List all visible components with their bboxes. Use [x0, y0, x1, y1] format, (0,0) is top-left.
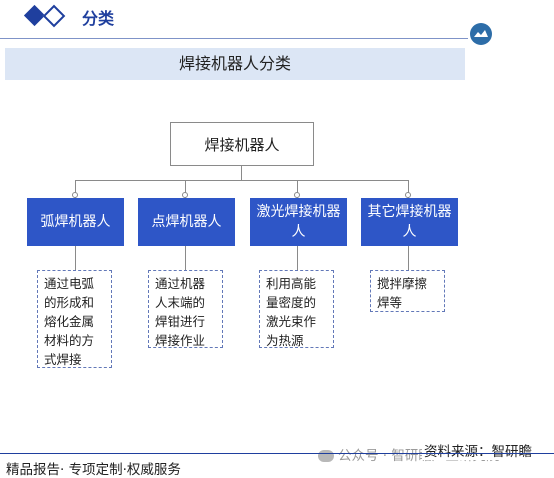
branch-dot-1 — [72, 192, 78, 198]
root-node-label: 焊接机器人 — [204, 135, 280, 154]
branch-dot-3 — [294, 192, 300, 198]
desc-connector-4 — [408, 246, 409, 270]
branch-dot-4 — [405, 192, 411, 198]
category-arc-welding: 弧焊机器人 — [27, 198, 124, 246]
category-label: 点焊机器人 — [151, 214, 222, 230]
source-label: 资料来源：智研瞻 — [422, 440, 534, 460]
branch-bus — [75, 180, 408, 181]
category-label: 弧焊机器人 — [40, 214, 111, 230]
footer-divider — [0, 453, 554, 454]
category-label: 激光焊接机器人 — [256, 204, 341, 240]
description-text: 利用高能量密度的激光束作为热源 — [266, 276, 317, 348]
section-title: 分类 — [82, 9, 115, 28]
wechat-icon — [318, 450, 334, 462]
description-laser-welding: 利用高能量密度的激光束作为热源 — [259, 270, 334, 348]
description-spot-welding: 通过机器人末端的焊钳进行焊接作业 — [148, 270, 223, 348]
category-label: 其它焊接机器人 — [367, 204, 452, 240]
description-arc-welding: 通过电弧的形成和熔化金属材料的方式焊接 — [37, 270, 112, 368]
branch-connector-4 — [408, 180, 409, 198]
description-text: 搅拌摩擦焊等 — [377, 276, 428, 310]
root-connector — [241, 166, 242, 180]
desc-connector-3 — [297, 246, 298, 270]
header-diamond-outline-icon — [42, 4, 66, 28]
root-node: 焊接机器人 — [170, 122, 314, 166]
brand-logo-icon — [470, 23, 492, 45]
description-text: 通过机器人末端的焊钳进行焊接作业 — [155, 276, 206, 348]
branch-connector-2 — [185, 180, 186, 198]
branch-connector-1 — [75, 180, 76, 198]
category-laser-welding: 激光焊接机器人 — [250, 198, 347, 246]
desc-connector-1 — [75, 246, 76, 270]
description-other-welding: 搅拌摩擦焊等 — [370, 270, 445, 312]
description-text: 通过电弧的形成和熔化金属材料的方式焊接 — [44, 276, 95, 367]
footer-tagline: 精品报告· 专项定制·权威服务 — [6, 462, 181, 478]
branch-dot-2 — [182, 192, 188, 198]
branch-connector-3 — [297, 180, 298, 198]
category-other-welding: 其它焊接机器人 — [361, 198, 458, 246]
title-banner — [5, 48, 465, 80]
category-spot-welding: 点焊机器人 — [138, 198, 235, 246]
header-divider — [0, 38, 468, 39]
banner-title: 焊接机器人分类 — [178, 54, 291, 73]
desc-connector-2 — [185, 246, 186, 270]
